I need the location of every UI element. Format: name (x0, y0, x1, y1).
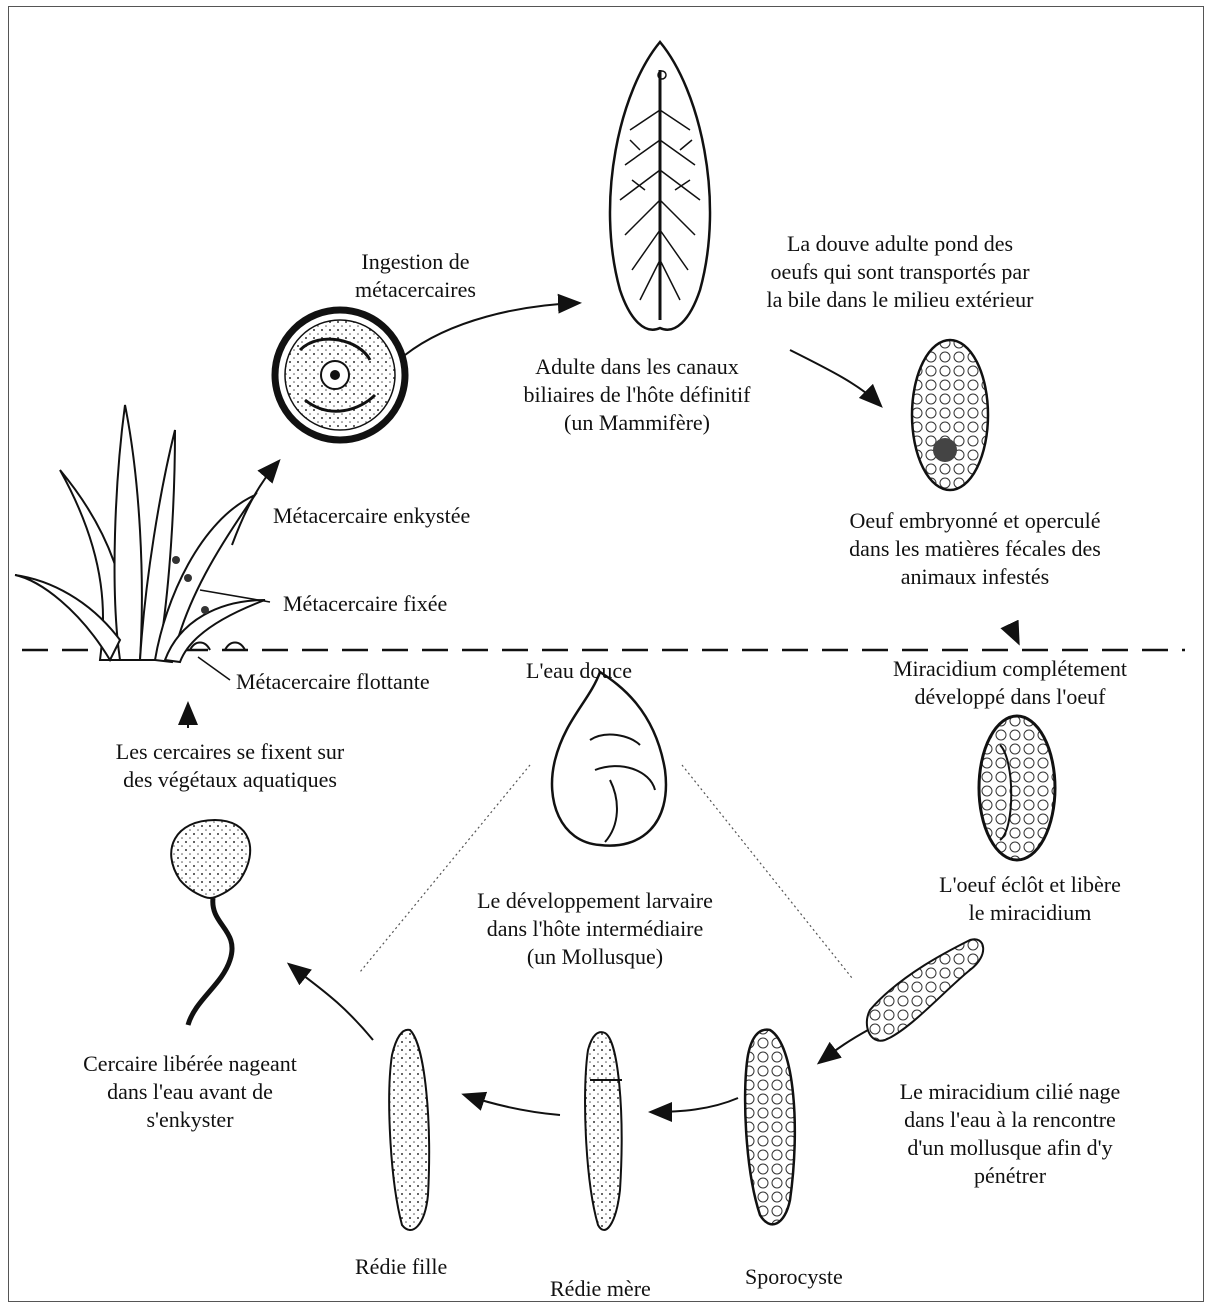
label-miracidium-dev: Miracidium complétement développé dans l… (860, 655, 1160, 711)
label-cercaires-fixent: Les cercaires se fixent sur des végétaux… (80, 738, 380, 794)
arrow-miracidium-to-sporocyst (820, 1030, 868, 1062)
cercaria-icon (171, 820, 250, 1025)
label-cercaire-liberee: Cercaire libérée nageant dans l'eau avan… (40, 1050, 340, 1134)
label-adult-eggs: La douve adulte pond des oeufs qui sont … (725, 230, 1075, 314)
arrow-adult-to-egg (790, 350, 880, 405)
label-redie-mere: Rédie mère (550, 1275, 651, 1303)
pointer-flottante (198, 657, 230, 680)
label-ingestion: Ingestion de métacercaires (355, 248, 476, 304)
label-oeuf: Oeuf embryonné et operculé dans les mati… (810, 507, 1140, 591)
fixed-metacercaria-dot (184, 574, 192, 582)
label-metacercaire-fixee: Métacercaire fixée (283, 590, 447, 618)
label-adult: Adulte dans les canaux biliaires de l'hô… (472, 353, 802, 437)
label-sporocyste: Sporocyste (745, 1263, 843, 1291)
aquatic-plant-icon (15, 405, 265, 662)
label-miracidium-nage: Le miracidium cilié nage dans l'eau à la… (860, 1078, 1160, 1190)
arrow-egg-to-water (1010, 625, 1018, 642)
arrow-daughter-to-cercaria (290, 965, 373, 1040)
label-oeuf-eclot: L'oeuf éclôt et libère le miracidium (895, 871, 1165, 927)
label-metacercaire-flottante: Métacercaire flottante (236, 668, 430, 696)
arrow-cyst-to-adult (405, 303, 578, 355)
mother-redia-icon (585, 1032, 622, 1230)
arrow-sporocyst-to-mother-redia (652, 1098, 738, 1112)
label-eau-douce: L'eau douce (526, 657, 632, 685)
embryonated-egg-icon (912, 340, 988, 490)
encysted-metacercaria-icon (275, 310, 405, 440)
label-redie-fille: Rédie fille (355, 1253, 447, 1281)
egg-with-miracidium-icon (979, 716, 1055, 860)
fixed-metacercaria-dot (172, 556, 180, 564)
fixed-metacercaria-dot (201, 606, 209, 614)
snail-host-icon (552, 672, 666, 846)
adult-fluke-icon (610, 42, 710, 330)
daughter-redia-icon (389, 1030, 429, 1230)
swimming-miracidium-icon (867, 939, 983, 1041)
label-metacercaire-enkystee: Métacercaire enkystée (273, 502, 470, 530)
sporocyst-icon (745, 1030, 795, 1225)
label-developpement: Le développement larvaire dans l'hôte in… (440, 887, 750, 971)
pointer-fixee (200, 590, 270, 602)
arrow-mother-to-daughter-redia (465, 1095, 560, 1115)
